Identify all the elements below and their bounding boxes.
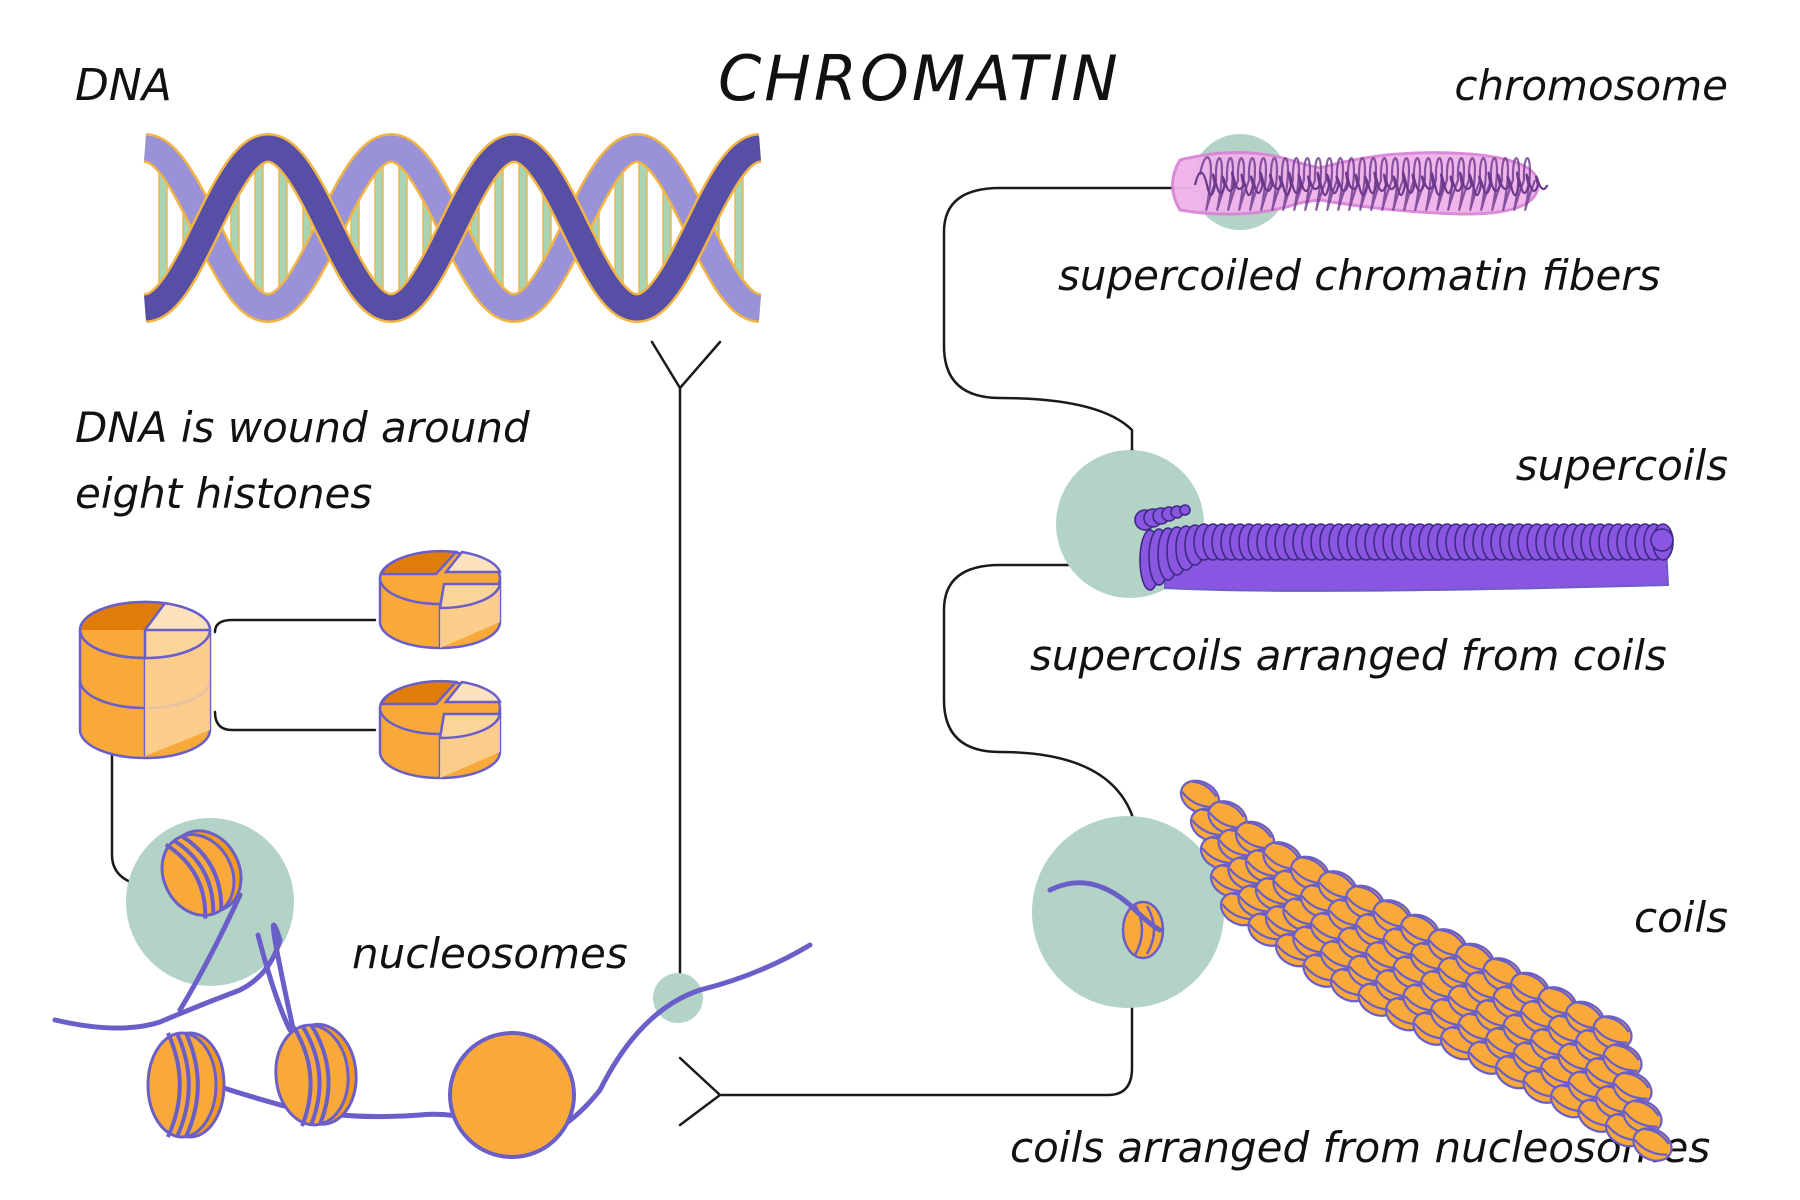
label-coils: coils [1634, 893, 1728, 942]
chromosome-fiber [1193, 171, 1549, 197]
coil-nucleosome [1612, 1071, 1653, 1106]
chromosome-fiber-2 [1198, 156, 1537, 211]
base-pair [518, 149, 528, 307]
label-supercoils-from-coils: supercoils arranged from coils [1030, 631, 1667, 680]
histone-octamer [78, 600, 212, 760]
nucleosome-group [146, 829, 576, 1159]
label-chromosome: chromosome [1454, 61, 1728, 110]
coil-strand [1047, 880, 1163, 933]
coil-nucleosome [1632, 1127, 1673, 1162]
chromosome [1171, 151, 1549, 216]
supercoil-tail [1650, 528, 1674, 552]
nucleosome-highlighted [160, 829, 243, 919]
label-nucleosomes: nucleosomes [352, 929, 628, 978]
label-wound-line1: DNA is wound around [75, 403, 530, 452]
nucleosome-face [448, 1031, 576, 1159]
helix-strand-dark [144, 135, 761, 321]
coil-nucleosome [1602, 1043, 1643, 1078]
label-supercoiled: supercoiled chromatin fibers [1058, 251, 1660, 300]
supercoil-end-loop [1179, 504, 1191, 516]
page-title: CHROMATIN [718, 42, 1121, 115]
dna-strand-link [177, 892, 293, 1033]
base-pair [254, 149, 264, 307]
dna-double-helix [143, 132, 762, 324]
nucleosome-left [146, 1031, 226, 1139]
coil-single-nucleosome [1121, 900, 1165, 960]
coil-fiber [1121, 779, 1673, 1162]
histone-tetramer-bottom [378, 679, 502, 780]
label-wound-line2: eight histones [75, 469, 372, 518]
base-pair [638, 148, 648, 308]
label-supercoils: supercoils [1516, 441, 1728, 490]
coil-nucleosome [1622, 1099, 1663, 1134]
label-dna: DNA [75, 60, 172, 111]
nucleosome-middle [274, 1022, 358, 1127]
histone-tetramer-top [378, 549, 502, 650]
supercoil-fiber [1134, 504, 1674, 592]
coil-nucleosome [1592, 1015, 1633, 1050]
